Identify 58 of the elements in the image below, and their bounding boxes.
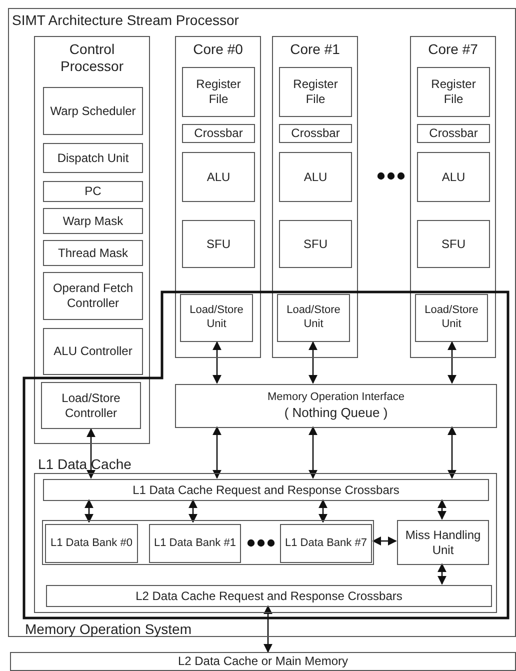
core-unit-box: Load/Store Unit	[277, 294, 350, 342]
core-unit-box: Crossbar	[279, 124, 352, 143]
control-unit-box: PC	[43, 181, 143, 202]
miss-handling-box: Miss Handling Unit	[397, 520, 489, 565]
data-bank-box: L1 Data Bank #1	[149, 524, 241, 563]
section-title: Core #0	[192, 41, 244, 58]
double-arrow	[437, 563, 447, 585]
control-unit-box: Thread Mask	[43, 240, 143, 266]
section-title: Core #7	[427, 41, 479, 58]
double-arrow	[84, 499, 94, 523]
double-arrow	[263, 605, 273, 653]
core-unit-box: ALU	[182, 152, 255, 202]
core-box	[272, 36, 358, 358]
core-unit-box: ALU	[417, 152, 490, 202]
core-unit-box: Crossbar	[182, 124, 255, 143]
double-arrow	[308, 341, 318, 384]
core-unit-box: SFU	[182, 220, 255, 268]
core-unit-box: ALU	[279, 152, 352, 202]
section-title: Control Processor	[59, 41, 125, 75]
double-arrow	[86, 428, 96, 479]
double-arrow	[188, 499, 198, 523]
control-unit-box: ALU Controller	[43, 328, 143, 375]
core-unit-box: Load/Store Unit	[415, 294, 488, 342]
core-unit-box: SFU	[279, 220, 352, 268]
core-box	[175, 36, 261, 358]
core-unit-box: Register File	[182, 67, 255, 117]
data-bank-box: L1 Data Bank #0	[45, 524, 138, 563]
double-arrow	[318, 499, 328, 523]
control-unit-box: Load/Store Controller	[41, 382, 141, 429]
section-title: Core #1	[289, 41, 341, 58]
crossbar-box: L2 Data Cache Request and Response Crossbars	[46, 585, 492, 607]
core-unit-box: Load/Store Unit	[180, 294, 253, 342]
processor-frame	[8, 8, 516, 637]
double-arrow	[308, 426, 318, 479]
bank-group-box	[42, 520, 374, 565]
core-unit-box: SFU	[417, 220, 490, 268]
core-unit-box: Register File	[279, 67, 352, 117]
control-unit-box: Warp Scheduler	[43, 87, 143, 135]
core-box	[410, 36, 496, 358]
control-unit-box: Operand Fetch Controller	[43, 272, 143, 320]
control-unit-box: Warp Mask	[43, 208, 143, 234]
processor-title: SIMT Architecture Stream Processor	[12, 12, 239, 28]
control-unit-box: Dispatch Unit	[43, 143, 143, 173]
interface-box: Memory Operation Interface ( Nothing Queue )	[175, 384, 497, 428]
memory-box: L2 Data Cache or Main Memory	[10, 652, 516, 671]
double-arrow	[437, 499, 447, 520]
section-title: L1 Data Cache	[38, 456, 132, 472]
system-label: Memory Operation System	[25, 621, 192, 637]
data-bank-box: L1 Data Bank #7	[280, 524, 372, 563]
core-unit-box: Register File	[417, 67, 490, 117]
core-unit-box: Crossbar	[417, 124, 490, 143]
double-arrow	[372, 536, 397, 546]
double-arrow	[447, 426, 457, 479]
crossbar-box: L1 Data Cache Request and Response Crossbars	[43, 479, 489, 501]
double-arrow	[212, 426, 222, 479]
control-processor-box	[34, 36, 150, 444]
double-arrow	[212, 341, 222, 384]
double-arrow	[447, 341, 457, 384]
